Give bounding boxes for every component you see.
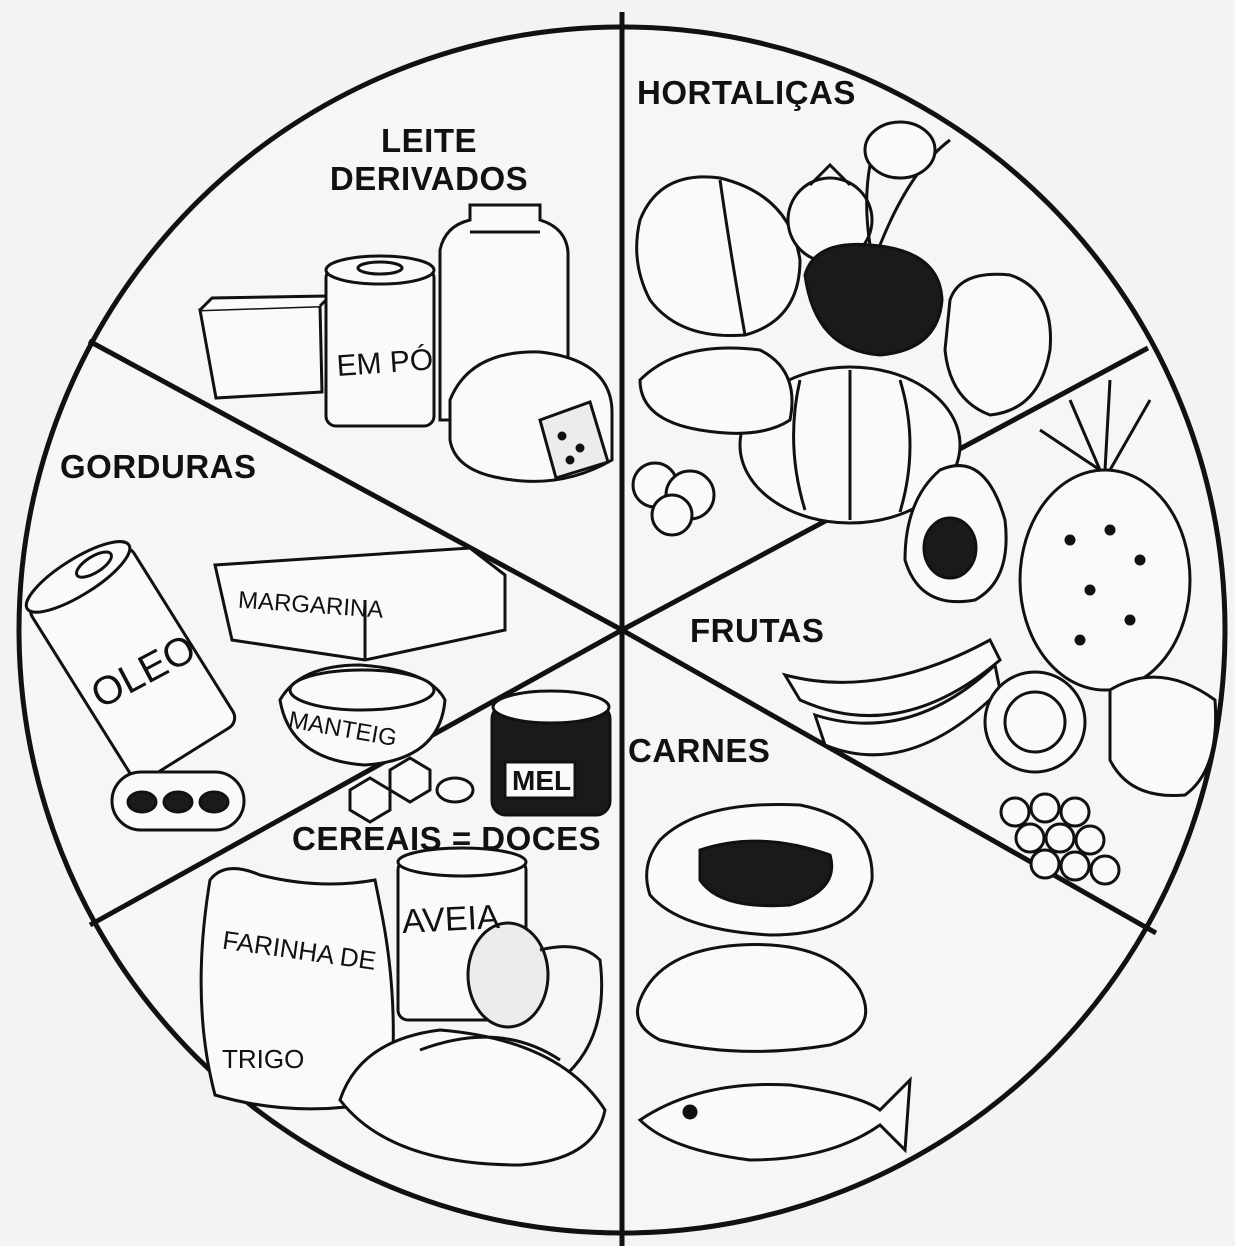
honey-label: MEL [512,765,571,796]
section-label-vegetables: HORTALIÇAS [637,74,856,112]
section-label-dairy: LEITE DERIVADOS [322,122,536,198]
section-label-fruits: FRUTAS [690,612,824,650]
oats-can-label: AVEIA [401,898,501,941]
dairy-label-line2: DERIVADOS [322,160,536,198]
wheat-label: TRIGO [222,1044,304,1074]
section-label-meats: CARNES [628,732,770,770]
section-label-fats: GORDURAS [60,448,257,486]
dairy-label-line1: LEITE [322,122,536,160]
powdered-milk-label: EM PÓ [336,343,435,383]
section-label-cereals-sweets: CEREAIS = DOCES [292,820,601,858]
